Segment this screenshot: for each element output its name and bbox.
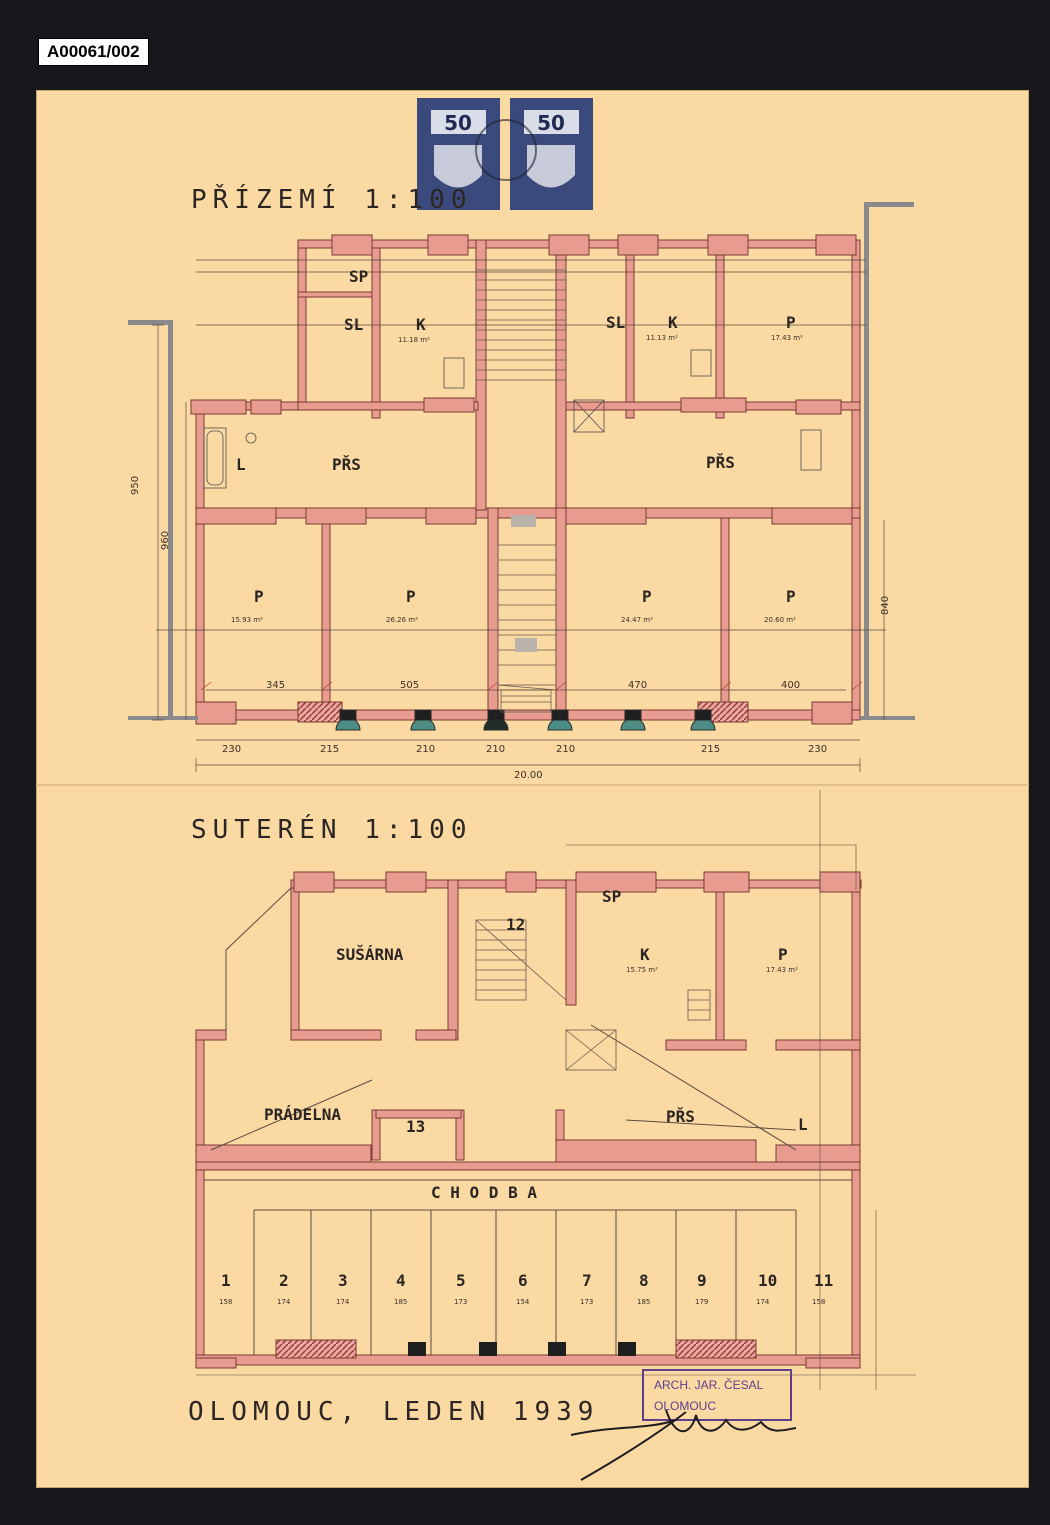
fold-line bbox=[36, 784, 1029, 786]
stamp-value-1: 50 bbox=[444, 111, 472, 135]
cellar-dim: 158 bbox=[812, 1298, 825, 1306]
bs-room-pradelna: PRÁDELNA bbox=[264, 1105, 341, 1124]
coat-of-arms-icon bbox=[434, 145, 482, 188]
gf-bottom-dim-6: 215 bbox=[701, 744, 720, 755]
cellar-dim: 158 bbox=[219, 1298, 232, 1306]
cellar-dim: 174 bbox=[336, 1298, 350, 1306]
cellar-number: 4 bbox=[396, 1271, 406, 1290]
gf-room-k-2-area: 11.13 m² bbox=[646, 334, 678, 342]
gf-room-k-2: K bbox=[668, 313, 678, 332]
basement-plan: SUŠÁRNA SP 12 K 15.75 m² P 17.43 m² PRÁD… bbox=[195, 790, 916, 1390]
floor-plans: 50 50 PŘÍZEMÍ 1:100 bbox=[128, 98, 916, 1481]
cellar-dim: 173 bbox=[580, 1298, 593, 1306]
cellar-dim: 174 bbox=[756, 1298, 770, 1306]
gf-left-dim-1: 950 bbox=[130, 476, 141, 495]
bs-corridor-label: C H O D B A bbox=[431, 1183, 537, 1202]
cellar-dim: 185 bbox=[637, 1298, 650, 1306]
bs-room-12: 12 bbox=[506, 915, 525, 934]
gf-room-l: L bbox=[236, 455, 246, 474]
bs-room-sp: SP bbox=[602, 887, 621, 906]
cellar-number: 3 bbox=[338, 1271, 348, 1290]
ground-floor-plan: SP SL K 11.18 m² SL K 11.13 m² P 17.43 m… bbox=[128, 202, 915, 781]
bs-room-13: 13 bbox=[406, 1117, 425, 1136]
cellar-number: 2 bbox=[279, 1271, 289, 1290]
stamp-value-2: 50 bbox=[537, 111, 565, 135]
gf-total-width: 20.00 bbox=[514, 770, 543, 781]
drawing-sheet: 50 50 PŘÍZEMÍ 1:100 bbox=[36, 90, 1029, 1488]
cellar-number: 11 bbox=[814, 1271, 833, 1290]
gf-room-p-3: P bbox=[642, 587, 652, 606]
gf-room-k-1-area: 11.18 m² bbox=[398, 336, 430, 344]
gf-interior-dim-4: 400 bbox=[781, 680, 800, 691]
basement-title: SUTERÉN 1:100 bbox=[191, 813, 473, 845]
footer-date: OLOMOUC, LEDEN 1939 bbox=[188, 1397, 599, 1427]
gf-interior-dim-3: 470 bbox=[628, 680, 647, 691]
bs-room-susarna: SUŠÁRNA bbox=[336, 945, 404, 964]
cellar-number: 7 bbox=[582, 1271, 592, 1290]
bs-room-k-area: 15.75 m² bbox=[626, 966, 658, 974]
cellar-dim: 154 bbox=[516, 1298, 530, 1306]
gf-room-p-1: P bbox=[254, 587, 264, 606]
ground-floor-title: PŘÍZEMÍ 1:100 bbox=[191, 183, 473, 215]
cellar-number: 9 bbox=[697, 1271, 707, 1290]
svg-text:OLOMOUC: OLOMOUC bbox=[654, 1399, 716, 1413]
cellar-number: 6 bbox=[518, 1271, 528, 1290]
gf-bottom-dim-4: 210 bbox=[486, 744, 505, 755]
revenue-stamps: 50 50 bbox=[417, 98, 593, 210]
cellar-dim: 185 bbox=[394, 1298, 407, 1306]
gf-bottom-dim-5: 210 bbox=[556, 744, 575, 755]
bs-room-prs: PŘS bbox=[666, 1107, 695, 1126]
cellar-dim: 174 bbox=[277, 1298, 291, 1306]
signature bbox=[570, 1409, 797, 1481]
gf-bottom-dim-1: 230 bbox=[222, 744, 241, 755]
bs-room-l: L bbox=[798, 1115, 808, 1134]
gf-bottom-dim-3: 210 bbox=[416, 744, 435, 755]
gf-room-sl-1: SL bbox=[344, 315, 363, 334]
bs-room-p: P bbox=[778, 945, 788, 964]
gf-right-dim: 840 bbox=[880, 596, 891, 615]
gf-room-sp: SP bbox=[349, 267, 368, 286]
bs-room-k: K bbox=[640, 945, 650, 964]
cellar-dim: 179 bbox=[695, 1298, 708, 1306]
gf-room-sl-2: SL bbox=[606, 313, 625, 332]
svg-text:ARCH. JAR. ČESAL: ARCH. JAR. ČESAL bbox=[654, 1377, 764, 1392]
bs-room-p-area: 17.43 m² bbox=[766, 966, 798, 974]
cellar-dim: 173 bbox=[454, 1298, 467, 1306]
cellar-number: 8 bbox=[639, 1271, 649, 1290]
cellar-number: 1 bbox=[221, 1271, 231, 1290]
gf-room-k-1: K bbox=[416, 315, 426, 334]
gf-room-prs-2: PŘS bbox=[706, 453, 735, 472]
architect-stamp: ARCH. JAR. ČESAL OLOMOUC bbox=[642, 1369, 792, 1421]
cellar-number: 10 bbox=[758, 1271, 777, 1290]
gf-room-p-4-area: 20.60 m² bbox=[764, 616, 796, 624]
gf-room-p-4: P bbox=[786, 587, 796, 606]
gf-bottom-dim-7: 230 bbox=[808, 744, 827, 755]
gf-interior-dim-1: 345 bbox=[266, 680, 285, 691]
gf-room-p-1-area: 15.93 m² bbox=[231, 616, 263, 624]
gf-room-p-2: P bbox=[406, 587, 416, 606]
gf-room-prs-1: PŘS bbox=[332, 455, 361, 474]
gf-room-p-top-area: 17.43 m² bbox=[771, 334, 803, 342]
gf-bottom-dim-2: 215 bbox=[320, 744, 339, 755]
gf-room-p-top: P bbox=[786, 313, 796, 332]
cellar-number: 5 bbox=[456, 1271, 466, 1290]
gf-room-p-3-area: 24.47 m² bbox=[621, 616, 653, 624]
gf-left-dim-2: 960 bbox=[160, 531, 171, 550]
gf-room-p-2-area: 26.26 m² bbox=[386, 616, 418, 624]
coat-of-arms-icon bbox=[527, 145, 575, 188]
archive-reference: A00061/002 bbox=[38, 38, 149, 66]
gf-interior-dim-2: 505 bbox=[400, 680, 419, 691]
